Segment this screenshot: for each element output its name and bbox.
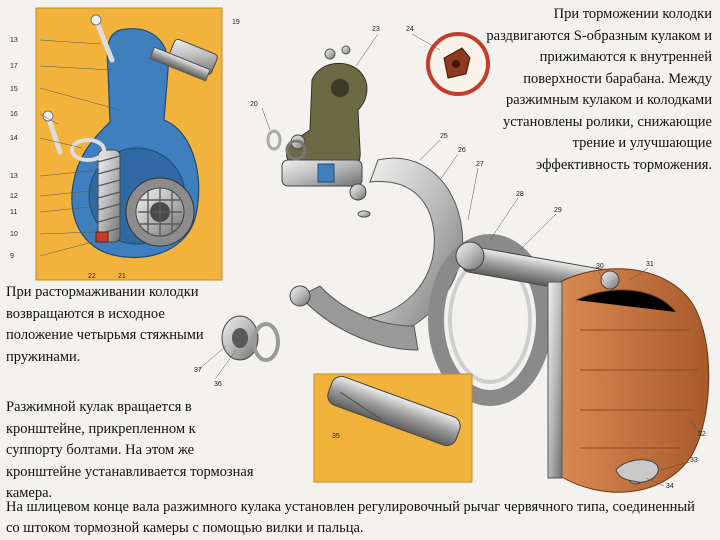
bushing-seal xyxy=(222,316,278,360)
cam-shaft-inset xyxy=(314,374,472,482)
callout-26: 26 xyxy=(458,147,466,154)
callout-36: 36 xyxy=(214,381,222,388)
callout-37: 37 xyxy=(194,367,202,374)
callout-13a: 13 xyxy=(10,37,18,44)
callout-32: 32 xyxy=(698,431,706,438)
worm-gear xyxy=(98,150,120,242)
callout-30: 30 xyxy=(596,263,604,270)
callout-34: 34 xyxy=(666,483,674,490)
spline-gear xyxy=(136,188,184,236)
callout-31: 31 xyxy=(646,261,654,268)
callout-16: 16 xyxy=(10,111,18,118)
callout-15: 15 xyxy=(10,86,18,93)
callout-27: 27 xyxy=(476,161,484,168)
callout-14: 14 xyxy=(10,135,18,142)
callout-9: 9 xyxy=(10,253,14,260)
callout-21: 21 xyxy=(118,273,126,280)
callout-19: 19 xyxy=(232,19,240,26)
cam-bracket xyxy=(282,63,367,200)
release-description: При растормаживании колодки возвращаются… xyxy=(6,282,206,368)
callout-29: 29 xyxy=(554,207,562,214)
callout-23: 23 xyxy=(372,26,380,33)
braking-description: При торможении колодки раздвигаются S-об… xyxy=(484,4,712,176)
callout-28: 28 xyxy=(516,191,524,198)
brake-shoe-right xyxy=(548,269,709,492)
callout-24: 24 xyxy=(406,26,414,33)
cam-bracket-description: Разжимной кулак вращается в кронштейне, … xyxy=(6,397,256,505)
callout-11: 11 xyxy=(10,209,17,216)
callout-33: 33 xyxy=(690,457,698,464)
callout-20: 20 xyxy=(250,101,258,108)
callout-25: 25 xyxy=(440,133,448,140)
callout-17: 17 xyxy=(10,63,18,70)
callout-13b: 13 xyxy=(10,173,18,180)
adjuster-lever-panel: 13 17 15 16 14 13 12 11 10 9 22 21 19 xyxy=(10,8,240,280)
adjuster-lever-description: На шлицевом конце вала разжимного кулака… xyxy=(6,497,706,539)
callout-35: 35 xyxy=(332,433,340,440)
callout-10: 10 xyxy=(10,231,18,238)
roller-detail-inset xyxy=(428,34,488,94)
callout-22: 22 xyxy=(88,273,96,280)
callout-12: 12 xyxy=(10,193,18,200)
